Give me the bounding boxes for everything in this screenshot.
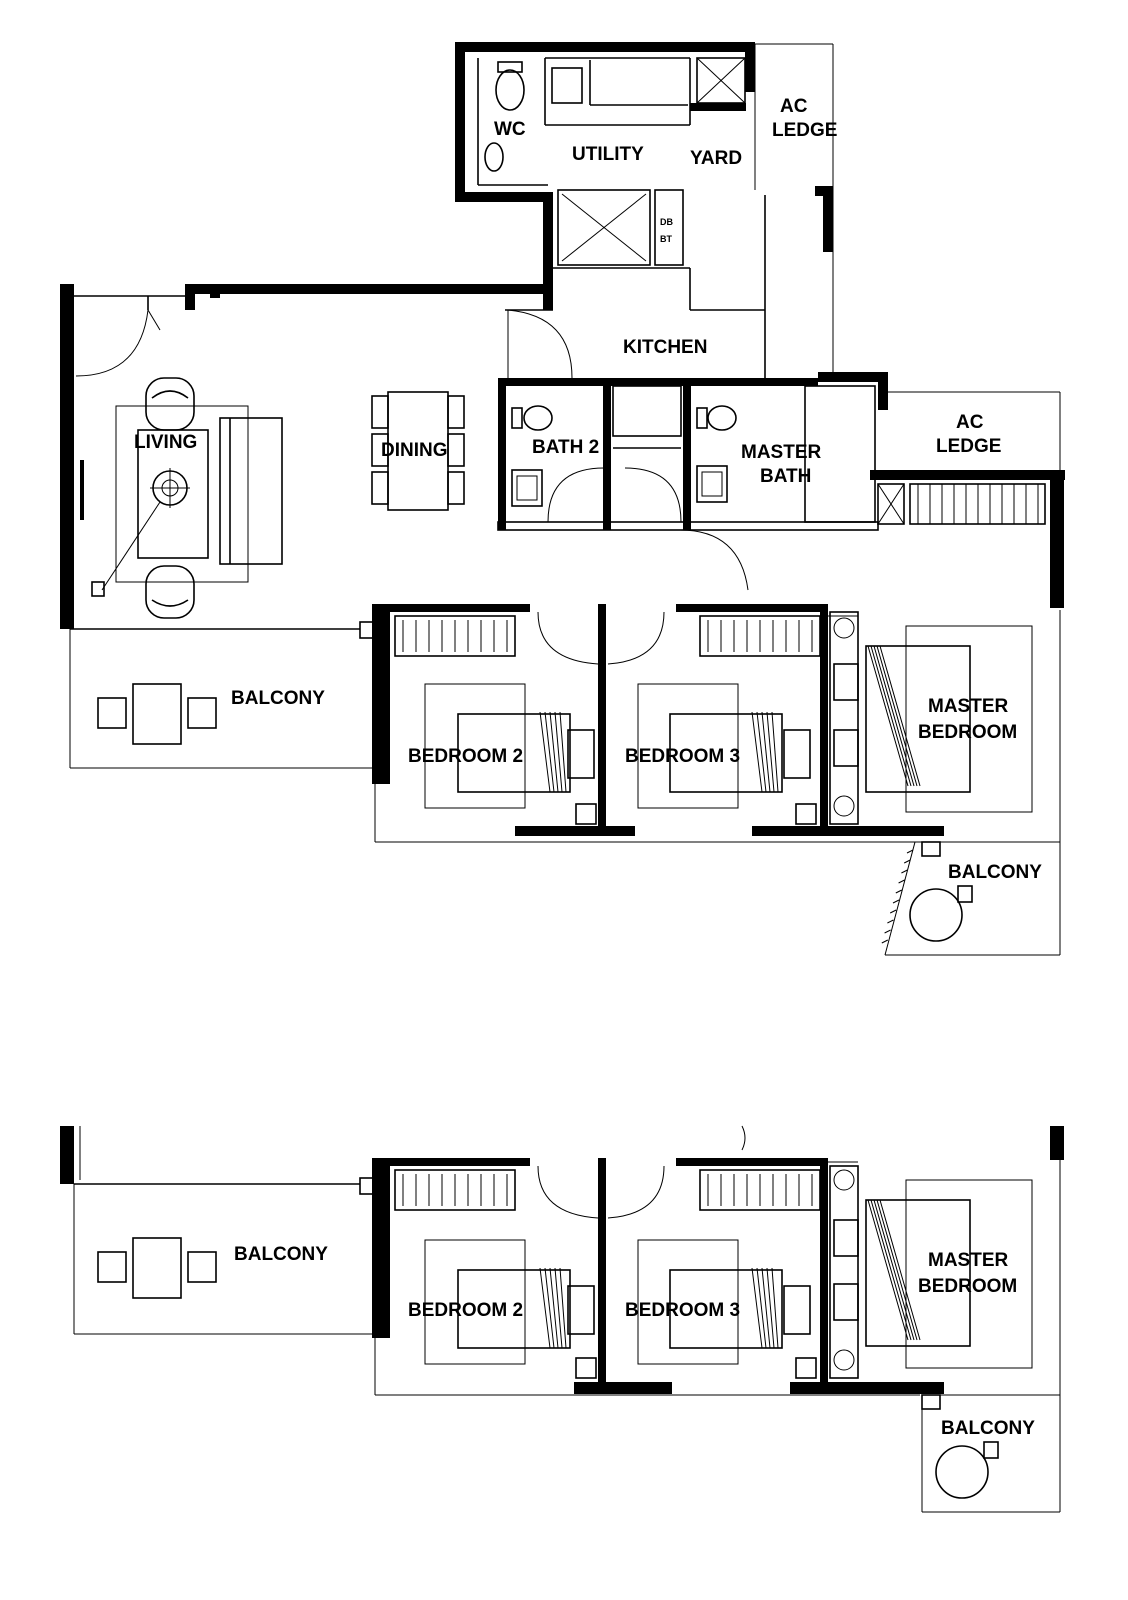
living-furniture — [75, 296, 283, 619]
slider-tick — [895, 889, 903, 894]
bed-hatch-line — [549, 1267, 559, 1349]
label-db-line1: DB — [660, 217, 673, 227]
lower-balcony-right — [921, 1394, 1061, 1513]
label-wc: WC — [494, 119, 526, 140]
slider-tick — [889, 909, 897, 914]
bedroom-3-furniture — [637, 615, 821, 825]
label-living: LIVING — [134, 432, 197, 453]
bed-hatch-line — [751, 711, 763, 793]
bed-hatch-line — [876, 645, 918, 787]
bed-hatch-line — [544, 1267, 555, 1349]
bed-hatch-line — [873, 1199, 915, 1341]
balcony-left — [69, 621, 375, 769]
lower-balcony-left — [73, 1177, 375, 1335]
slider-tick — [901, 869, 908, 874]
bed-hatch-line — [761, 711, 771, 793]
bed-hatch-line — [761, 1267, 771, 1349]
label-lower-balcony-left: BALCONY — [234, 1244, 328, 1265]
lower-bedrooms-walls — [372, 1125, 944, 1396]
balcony-right — [884, 841, 1060, 956]
bed-hatch-line — [867, 645, 909, 787]
living-west-wall — [60, 284, 84, 629]
label-balcony-right: BALCONY — [948, 862, 1042, 883]
bed-hatch-line — [756, 711, 767, 793]
label-master-bedroom-line1: MASTER — [928, 696, 1009, 717]
bed-hatch-line — [539, 1267, 551, 1349]
bed-hatch-line — [756, 1267, 767, 1349]
slider-tick — [892, 899, 900, 904]
bed-hatch-line — [559, 711, 567, 793]
label-dining: DINING — [381, 440, 448, 461]
label-lower-bedroom-3: BEDROOM 3 — [625, 1300, 740, 1321]
bed-hatch-line — [876, 1199, 918, 1341]
label-ac-ledge-right-line1: AC — [956, 412, 984, 433]
label-ac-ledge-top-line1: AC — [780, 96, 808, 117]
bedrooms-walls — [372, 604, 944, 843]
master-bedroom-furniture — [829, 611, 1033, 825]
label-yard: YARD — [690, 148, 742, 169]
bed-hatch-line — [549, 711, 559, 793]
bed-hatch-line — [870, 1199, 912, 1341]
label-master-bath-line2: BATH — [760, 466, 811, 487]
bed-hatch-line — [559, 1267, 567, 1349]
label-lower-bedroom-2: BEDROOM 2 — [408, 1300, 523, 1321]
slider-tick — [884, 929, 891, 934]
service-block-walls — [455, 42, 834, 378]
slider-tick — [881, 939, 889, 944]
bed-hatch-line — [771, 711, 779, 793]
lower-master-bedroom-furniture — [829, 1165, 1033, 1379]
slider-tick — [906, 849, 914, 854]
decorative-hatching — [402, 484, 1039, 1349]
label-bath-2: BATH 2 — [532, 437, 599, 458]
label-lower-master-bedroom-line1: MASTER — [928, 1250, 1009, 1271]
label-db-line2: BT — [660, 234, 672, 244]
dining-furniture — [371, 391, 465, 511]
label-master-bath-line1: MASTER — [741, 442, 822, 463]
lower-bedroom-2-furniture — [394, 1169, 597, 1379]
bed-hatch-line — [879, 645, 921, 787]
bed-hatch-line — [544, 711, 555, 793]
bed-hatch-line — [867, 1199, 909, 1341]
label-balcony-left: BALCONY — [231, 688, 325, 709]
north-wall — [70, 284, 553, 311]
label-lower-balcony-right: BALCONY — [941, 1418, 1035, 1439]
bathrooms-block — [497, 309, 888, 591]
bed-hatch-line — [873, 645, 915, 787]
bed-hatch-line — [870, 645, 912, 787]
label-bedroom-3: BEDROOM 3 — [625, 746, 740, 767]
label-master-bedroom-line2: BEDROOM — [918, 722, 1017, 743]
label-bedroom-2: BEDROOM 2 — [408, 746, 523, 767]
label-utility: UTILITY — [572, 144, 644, 165]
bed-hatch-line — [539, 711, 551, 793]
bed-hatch-line — [554, 711, 563, 793]
label-kitchen: KITCHEN — [623, 337, 707, 358]
label-lower-master-bedroom-line2: BEDROOM — [918, 1276, 1017, 1297]
slider-tick — [903, 859, 911, 864]
bed-hatch-line — [879, 1199, 921, 1341]
lower-floor-plan: BALCONY BEDROOM 2 BEDROOM 3 MASTER BEDRO… — [60, 1125, 1064, 1513]
slider-tick — [887, 919, 894, 924]
bed-hatch-line — [771, 1267, 779, 1349]
bedroom-2-furniture — [394, 615, 597, 825]
bed-hatch-line — [766, 1267, 775, 1349]
upper-floor-plan: WC UTILITY YARD AC LEDGE DB BT KITCHEN L… — [60, 42, 1065, 956]
lower-bedroom-3-furniture — [637, 1169, 821, 1379]
slider-tick — [898, 879, 905, 884]
bed-hatch-line — [766, 711, 775, 793]
label-ac-ledge-top-line2: LEDGE — [772, 120, 837, 141]
bed-hatch-line — [751, 1267, 763, 1349]
label-ac-ledge-right-line2: LEDGE — [936, 436, 1001, 457]
bed-hatch-line — [554, 1267, 563, 1349]
ac-ledge-right — [870, 391, 1065, 955]
